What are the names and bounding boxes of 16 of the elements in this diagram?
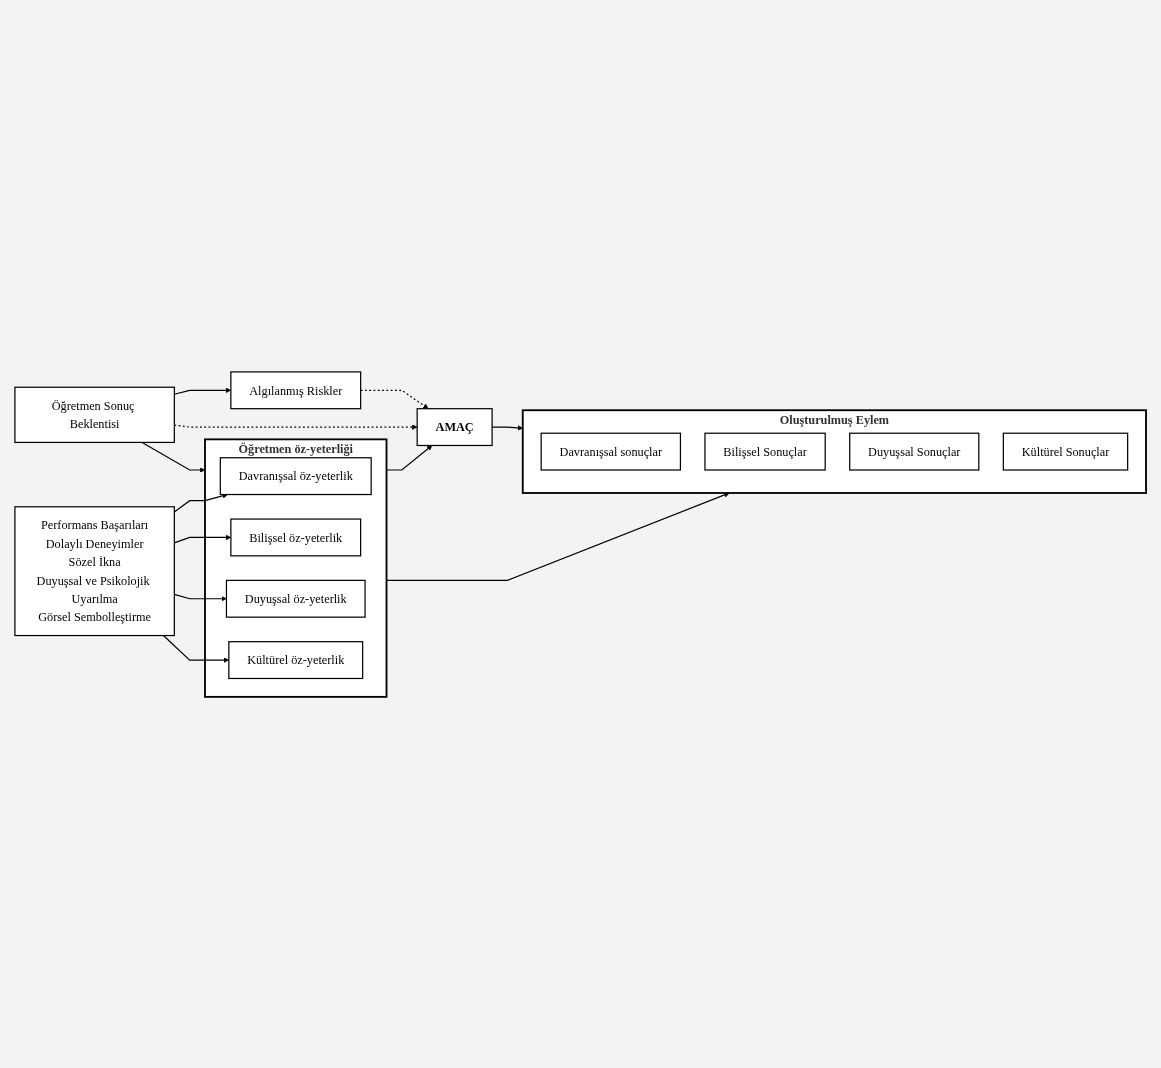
node-box: Duyuşsal Sonuçlar [849,432,980,471]
node-box: Performans Başarıları Dolaylı Deneyimler Sözel İkna Duyuşsal ve Psikolojik Uyarılma Görsel Sembolleştirme [14,505,175,636]
arrow [141,441,206,473]
node-box: Bilişsel Sonuçlar [704,432,826,471]
node-box: Bilişsel öz-yeterlik [230,518,362,557]
node-box: Kültürel Sonuçlar [1002,432,1129,471]
node-box: Kültürel öz-yeterlik [228,640,364,679]
arrow [173,492,228,513]
node-box: Duyuşsal öz-yeterlik [225,579,366,618]
arrow [385,491,730,581]
node-box: AMAÇ [416,407,493,446]
node-box: Algılanmış Riskler [230,370,362,409]
arrow [385,444,433,471]
node-box: Davranışsal öz-yeterlik [219,456,372,495]
node-box: Davranışsal sonuçlar [540,432,682,471]
node-box: Öğretmen Sonuç Beklentisi [14,386,175,443]
